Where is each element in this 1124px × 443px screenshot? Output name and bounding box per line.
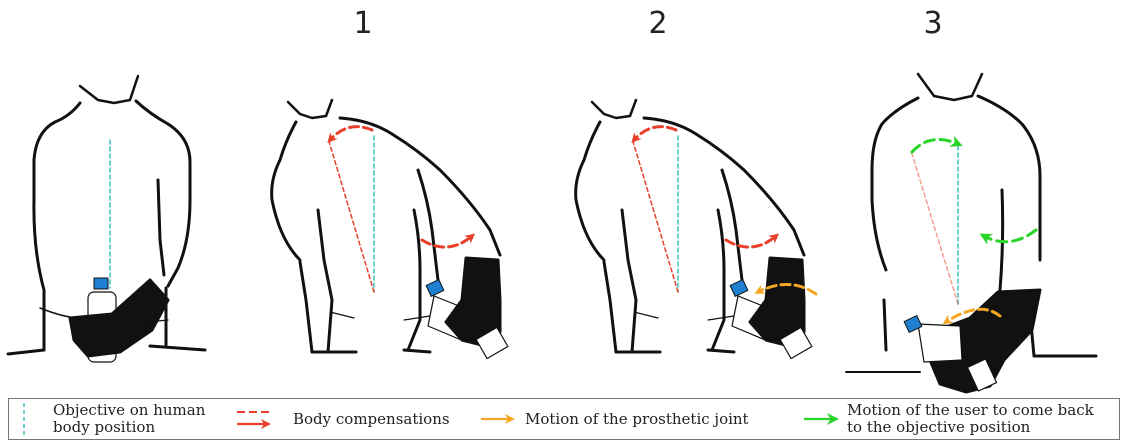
legend-compensations-text: Body compensations xyxy=(293,411,450,428)
legend: Objective on human body position Body co… xyxy=(8,398,1120,440)
panel-step-1 xyxy=(272,100,508,359)
panel-reference xyxy=(8,76,205,362)
legend-user-text: Motion of the user to come back to the o… xyxy=(847,402,1094,436)
legend-prosthetic-text: Motion of the prosthetic joint xyxy=(525,411,749,428)
panel-step-3 xyxy=(846,74,1096,392)
panel-step-2 xyxy=(576,100,816,359)
legend-objective-text: Objective on human body position xyxy=(53,402,205,436)
